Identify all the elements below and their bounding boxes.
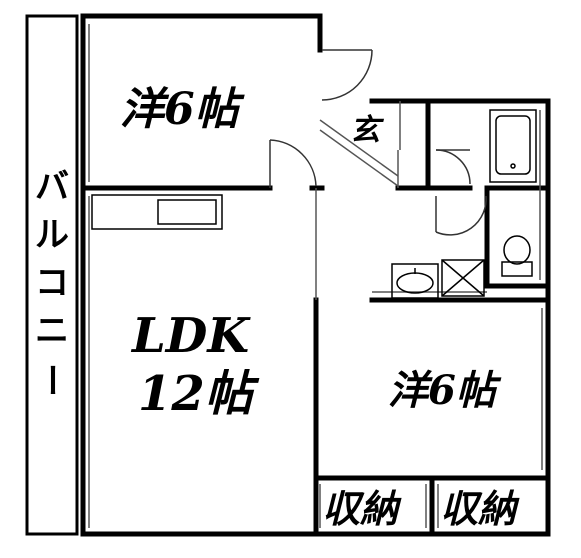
balcony: バ ル コ ニ ー: [25, 14, 79, 536]
washer-space-icon: [441, 259, 485, 297]
balcony-char-4: ニ: [35, 311, 69, 351]
walls: [80, 13, 551, 537]
room-label-western-top: 洋6帖: [120, 84, 246, 135]
balcony-char-3: コ: [35, 263, 69, 303]
bathtub-icon: [489, 109, 537, 183]
wash-basin-icon: [391, 263, 439, 299]
balcony-char-1: バ: [35, 167, 69, 207]
room-label-ldk-size: 12帖: [138, 366, 260, 422]
balcony-char-2: ル: [35, 215, 69, 255]
door-swings: [269, 49, 487, 236]
kitchen-counter: [91, 194, 223, 230]
room-label-western-right: 洋6帖: [388, 367, 502, 414]
toilet-icon: [501, 235, 533, 277]
thin-lines: [88, 24, 543, 528]
room-label-storage-right: 収納: [440, 486, 520, 531]
room-label-entrance: 玄: [350, 113, 385, 148]
room-label-ldk: LDK: [130, 308, 251, 364]
room-label-storage-left: 収納: [322, 486, 402, 531]
balcony-char-5: ー: [31, 363, 71, 397]
